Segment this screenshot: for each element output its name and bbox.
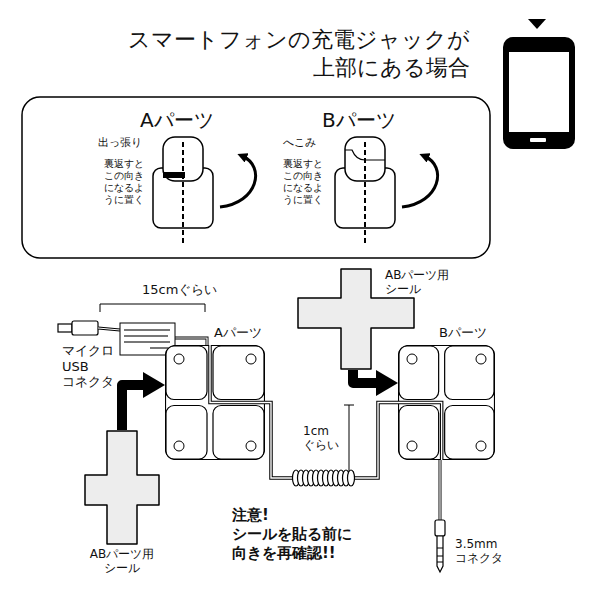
coil-loop xyxy=(348,470,355,486)
dimension-label: 1cm ぐらい xyxy=(303,424,344,453)
part-label: ABパーツ用 シール xyxy=(88,548,155,576)
part-name: Aパーツ xyxy=(140,108,214,132)
part-label: Aパーツ xyxy=(214,326,262,341)
instruction-note: 裏返すと この向き になるよ うに置く xyxy=(104,158,149,206)
seal-shape xyxy=(84,430,160,545)
placement-arrow xyxy=(122,372,165,430)
connector-label: 3.5mm コネクタ xyxy=(455,537,510,566)
page-title: スマートフォンの充電ジャックが 上部にある場合 xyxy=(125,26,470,81)
b-part-pad: Bパーツ xyxy=(398,345,495,460)
connector-label: マイクロ USB コネクタ xyxy=(62,343,122,390)
feature-note: 出っ張り xyxy=(98,136,142,149)
warning-note: 注意! シールを貼る前に 向きを再確認!! xyxy=(232,506,379,562)
placement-arrow xyxy=(353,370,398,396)
feature-note: へこみ xyxy=(283,136,316,149)
part-label: Bパーツ xyxy=(439,326,487,341)
seal-sticker: ABパーツ用 シール xyxy=(297,268,415,370)
a-part-pad: Aパーツ xyxy=(165,345,265,460)
part-name: Bパーツ xyxy=(322,108,396,132)
dimension-line xyxy=(344,405,354,472)
phone-icon xyxy=(503,19,575,149)
dimension-label: 15cmぐらい xyxy=(142,282,217,298)
audio-cable xyxy=(435,455,445,572)
part-label: ABパーツ用 シール xyxy=(385,269,452,297)
instruction-panel xyxy=(22,97,490,258)
a-part-figure xyxy=(153,137,256,246)
pad-shape xyxy=(398,345,495,460)
b-part-figure xyxy=(335,137,438,246)
pad-shape xyxy=(165,345,265,460)
instruction-note: 裏返すと この向き になるよ うに置く xyxy=(283,158,328,206)
dimension-bracket xyxy=(100,304,205,312)
cable-connector xyxy=(265,403,398,479)
seal-sticker: ABパーツ用 シール xyxy=(84,430,160,545)
